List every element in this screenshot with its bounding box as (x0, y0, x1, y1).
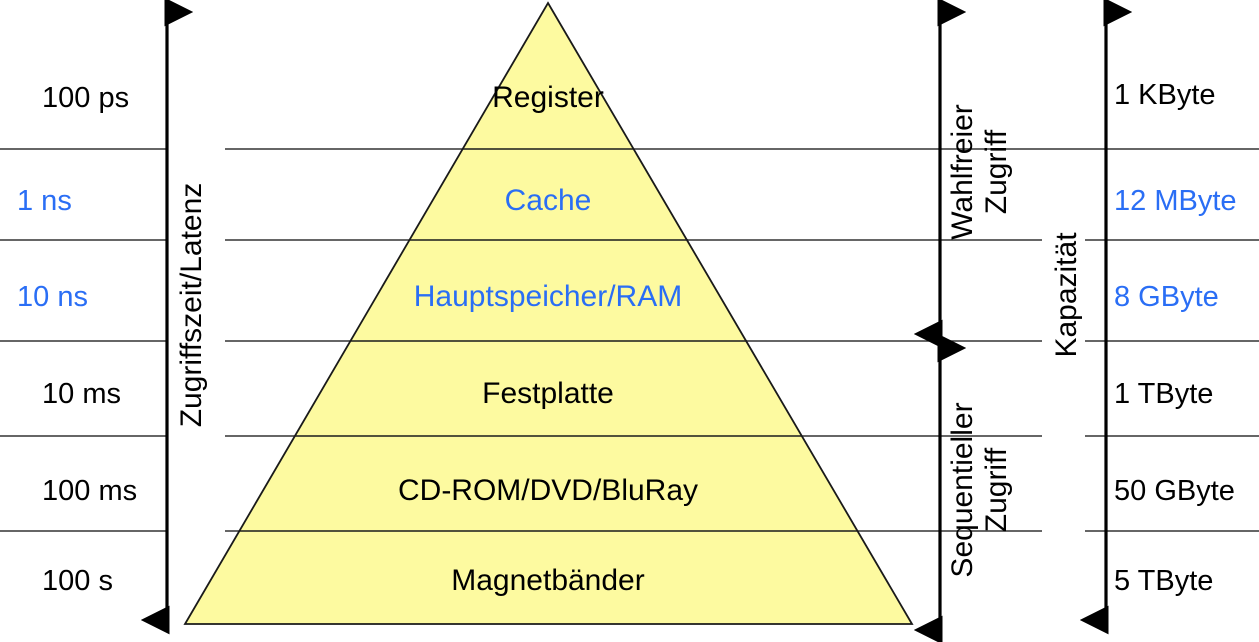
capacity-value-6: 5 TByte (1114, 565, 1213, 597)
grid-lines-left (0, 148, 167, 532)
capacity-value-2: 12 MByte (1114, 185, 1237, 217)
pyramid-tier-dividers (239, 148, 858, 532)
latency-value-1: 100 ps (42, 82, 129, 114)
tier-label-register: Register (492, 81, 604, 114)
capacity-value-3: 8 GByte (1114, 281, 1219, 313)
sequential-access-label-line1: Sequentieller (946, 402, 979, 577)
tier-label-ram: Hauptspeicher/RAM (414, 280, 682, 313)
capacity-value-5: 50 GByte (1114, 475, 1235, 507)
capacity-scale-values: 1 KByte 12 MByte 8 GByte 1 TByte 50 GByt… (1114, 79, 1237, 597)
capacity-value-4: 1 TByte (1114, 378, 1213, 410)
latency-value-2: 1 ns (17, 185, 72, 217)
tier-label-optical: CD-ROM/DVD/BluRay (398, 474, 698, 507)
latency-axis-label: Zugriffszeit/Latenz (175, 183, 208, 428)
capacity-value-1: 1 KByte (1114, 79, 1216, 111)
latency-scale-values: 100 ps 1 ns 10 ns 10 ms 100 ms 100 s (17, 82, 137, 597)
tier-label-cache: Cache (505, 184, 592, 217)
latency-value-6: 100 s (42, 565, 113, 597)
pyramid-shape (183, 1, 914, 625)
tier-label-festplatte: Festplatte (482, 377, 614, 410)
latency-value-5: 100 ms (42, 475, 137, 507)
capacity-axis-label: Kapazität (1050, 232, 1083, 358)
tier-label-magnetbaender: Magnetbänder (451, 564, 644, 597)
pyramid-tier-labels: Register Cache Hauptspeicher/RAM Festpla… (398, 81, 698, 597)
capacity-axis: Kapazität (1050, 0, 1133, 635)
sequential-access-axis: Sequentieller Zugriff (913, 333, 1013, 642)
latency-value-4: 10 ms (42, 378, 121, 410)
latency-axis: Zugriffszeit/Latenz (140, 0, 208, 635)
random-access-axis: Wahlfreier Zugriff (913, 0, 1013, 349)
random-access-label-line2: Zugriff (980, 129, 1013, 214)
latency-value-3: 10 ns (17, 281, 88, 313)
sequential-access-label-line2: Zugriff (980, 447, 1013, 532)
random-access-label-line1: Wahlfreier (946, 104, 979, 240)
